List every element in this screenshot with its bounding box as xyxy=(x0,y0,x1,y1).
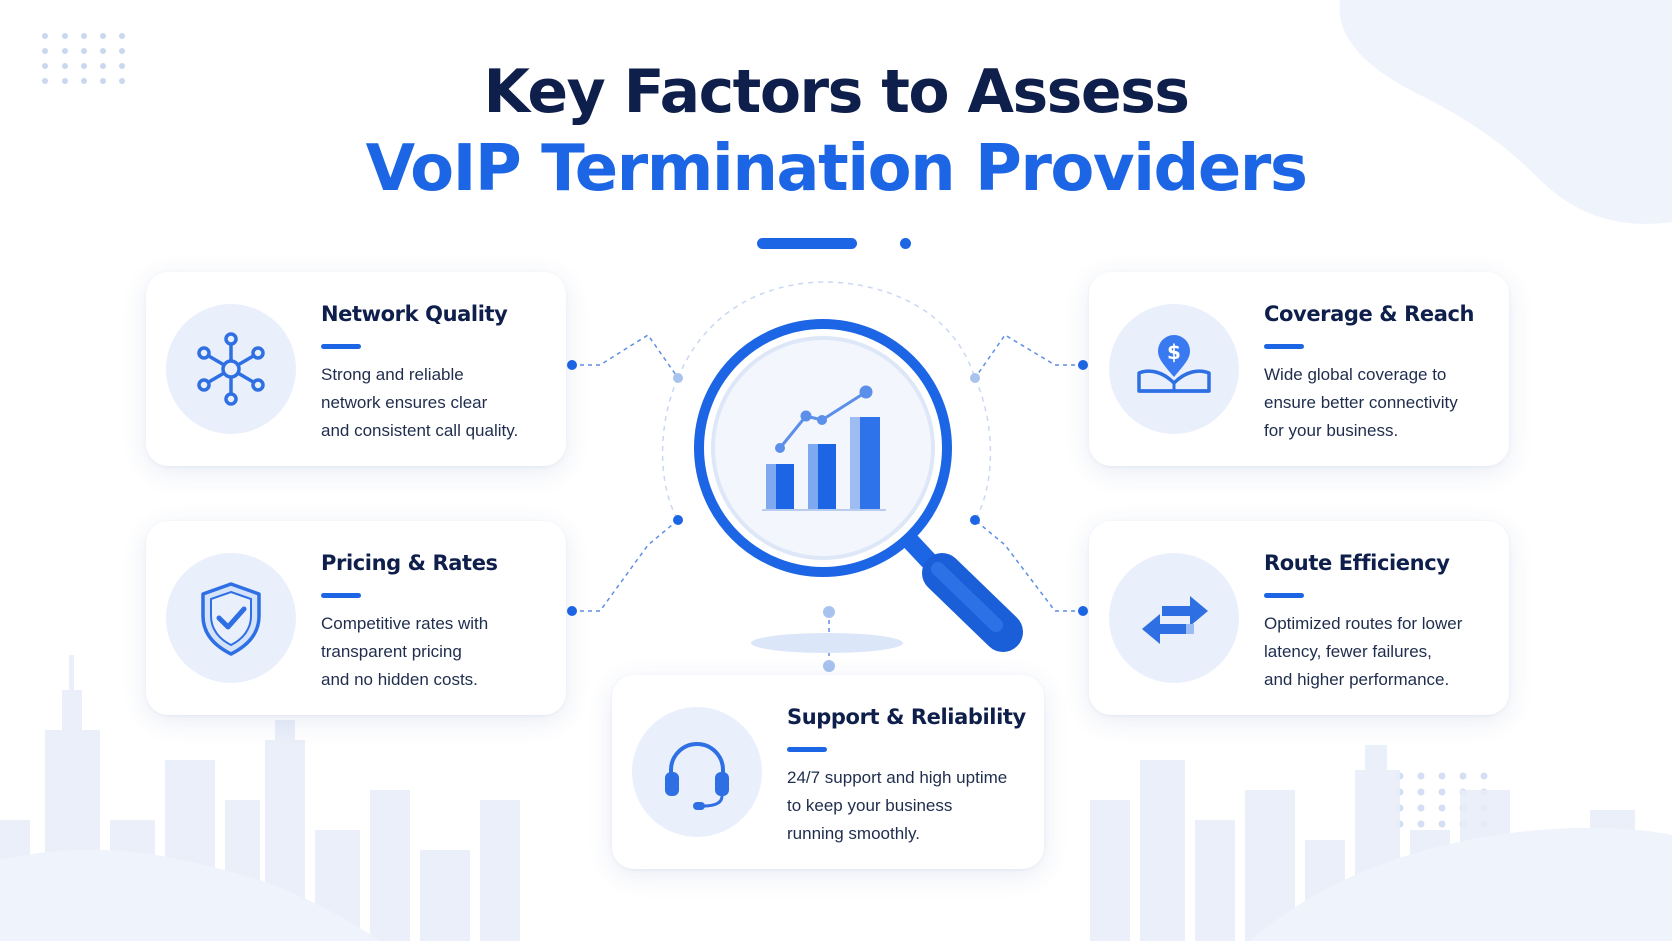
card-description-line: 24/7 support and high uptime xyxy=(787,768,1008,787)
card-description-line: and consistent call quality. xyxy=(321,421,519,440)
title-underline xyxy=(757,238,857,249)
card-network-quality: Network Quality Strong and reliable netw… xyxy=(146,272,566,466)
shield-check-icon xyxy=(201,582,261,656)
card-coverage-reach: $ Coverage & Reach Wide global coverage … xyxy=(1089,272,1509,466)
card-title-underline xyxy=(1264,344,1304,349)
card-icon-container xyxy=(632,707,762,837)
card-description: Strong and reliable network ensures clea… xyxy=(321,361,551,445)
card-icon-container xyxy=(1109,553,1239,683)
card-description-line: running smoothly. xyxy=(787,824,920,843)
card-description-line: for your business. xyxy=(1264,421,1399,440)
card-description-line: transparent pricing xyxy=(321,642,462,661)
card-title-underline xyxy=(1264,593,1304,598)
card-support-reliability: Support & Reliability 24/7 support and h… xyxy=(612,675,1044,869)
card-icon-container xyxy=(166,304,296,434)
network-nodes-icon xyxy=(197,332,265,406)
card-title: Support & Reliability xyxy=(787,705,1026,729)
card-title-underline xyxy=(787,747,827,752)
card-description: Wide global coverage to ensure better co… xyxy=(1264,361,1494,445)
dollar-map-pin-icon: $ xyxy=(1137,335,1211,393)
svg-text:$: $ xyxy=(1167,340,1181,364)
headset-icon xyxy=(665,742,729,810)
swap-arrows-icon xyxy=(1142,596,1208,644)
card-icon-container xyxy=(166,553,296,683)
card-description-line: Competitive rates with xyxy=(321,614,489,633)
card-title: Coverage & Reach xyxy=(1264,302,1475,326)
card-title: Route Efficiency xyxy=(1264,551,1450,575)
card-title-underline xyxy=(321,593,361,598)
card-description-line: ensure better connectivity xyxy=(1264,393,1458,412)
card-description: Competitive rates with transparent prici… xyxy=(321,610,551,694)
title-underline-dot xyxy=(900,238,911,249)
title-block: Key Factors to Assess VoIP Termination P… xyxy=(0,54,1672,208)
card-description-line: and no hidden costs. xyxy=(321,670,478,689)
card-description-line: Optimized routes for lower xyxy=(1264,614,1463,633)
title-line-2: VoIP Termination Providers xyxy=(365,132,1308,206)
card-description: 24/7 support and high uptime to keep you… xyxy=(787,764,1017,848)
card-description: Optimized routes for lower latency, fewe… xyxy=(1264,610,1494,694)
card-route-efficiency: Route Efficiency Optimized routes for lo… xyxy=(1089,521,1509,715)
card-description-line: Wide global coverage to xyxy=(1264,365,1447,384)
magnifier-bar-chart-icon xyxy=(762,385,886,511)
card-description-line: Strong and reliable xyxy=(321,365,464,384)
card-pricing-rates: Pricing & Rates Competitive rates with t… xyxy=(146,521,566,715)
card-icon-container: $ xyxy=(1109,304,1239,434)
card-title-underline xyxy=(321,344,361,349)
card-description-line: latency, fewer failures, xyxy=(1264,642,1432,661)
card-title: Network Quality xyxy=(321,302,508,326)
title-line-1: Key Factors to Assess xyxy=(483,57,1190,127)
card-title: Pricing & Rates xyxy=(321,551,498,575)
card-description-line: network ensures clear xyxy=(321,393,488,412)
magnifier-handle xyxy=(891,521,1023,652)
card-description-line: and higher performance. xyxy=(1264,670,1450,689)
card-description-line: to keep your business xyxy=(787,796,953,815)
